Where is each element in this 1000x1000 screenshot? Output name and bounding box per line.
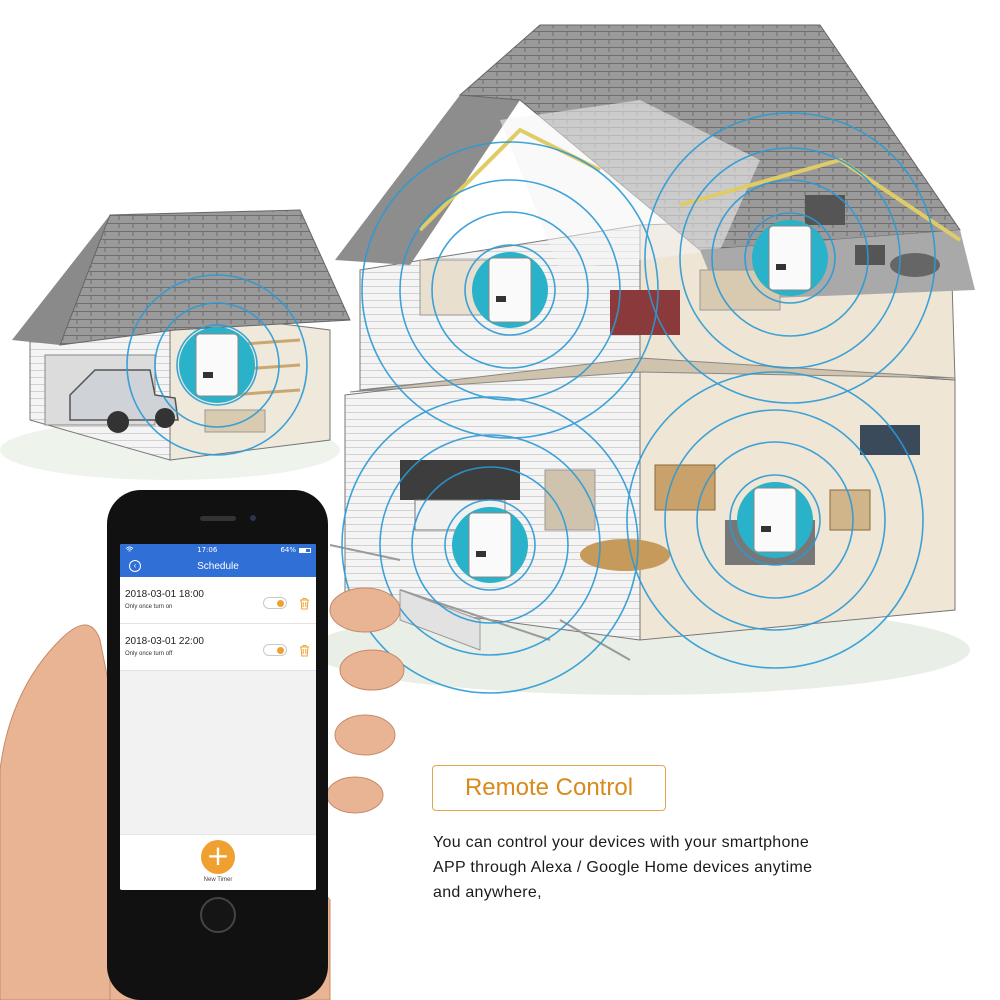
timer-action: Only once turn on xyxy=(125,604,173,610)
garage xyxy=(12,209,351,461)
plus-icon[interactable]: + xyxy=(201,840,235,874)
timer-row[interactable]: 2018-03-01 22:00 Only once turn off xyxy=(120,624,316,671)
page-title: Schedule xyxy=(197,561,239,572)
new-timer-label[interactable]: New Timer xyxy=(203,877,233,883)
timer-toggle[interactable] xyxy=(263,644,287,656)
timer-action: Only once turn off xyxy=(125,651,173,657)
app-header: ‹ Schedule xyxy=(120,556,316,577)
feature-title: Remote Control xyxy=(464,774,634,801)
wifi-signal-rings xyxy=(126,112,936,694)
timer-list: 2018-03-01 18:00 Only once turn on 2018-… xyxy=(120,577,316,671)
trash-icon[interactable] xyxy=(299,597,310,610)
timer-datetime: 2018-03-01 18:00 xyxy=(125,589,204,600)
new-timer-area: + New Timer xyxy=(120,834,316,890)
description-line: You can control your devices with your s… xyxy=(433,834,810,851)
description-line: APP through Alexa / Google Home devices … xyxy=(433,859,813,876)
timer-toggle[interactable] xyxy=(263,597,287,609)
wifi-icon xyxy=(125,545,134,555)
phone-screen: 17:06 64% ‹ Schedule 2018-03-01 18:00 On… xyxy=(120,544,316,890)
smart-switch-icon xyxy=(737,482,813,558)
trash-icon[interactable] xyxy=(299,644,310,657)
description-line: and anywhere, xyxy=(433,884,542,901)
status-time: 17:06 xyxy=(197,546,218,554)
smart-switch-icon xyxy=(452,507,528,583)
status-battery-text: 64% xyxy=(280,546,296,554)
main-house xyxy=(329,24,975,661)
feature-title-badge: Remote Control xyxy=(432,765,666,811)
smart-switch-icon xyxy=(472,252,548,328)
smart-switch-icon xyxy=(179,327,255,403)
timer-row[interactable]: 2018-03-01 18:00 Only once turn on xyxy=(120,577,316,624)
timer-datetime: 2018-03-01 22:00 xyxy=(125,636,204,647)
status-bar: 17:06 64% xyxy=(120,544,316,556)
feature-description: You can control your devices with your s… xyxy=(433,830,913,905)
back-icon[interactable]: ‹ xyxy=(129,560,141,572)
battery-icon xyxy=(299,547,311,553)
smart-switch-icon xyxy=(752,220,828,296)
